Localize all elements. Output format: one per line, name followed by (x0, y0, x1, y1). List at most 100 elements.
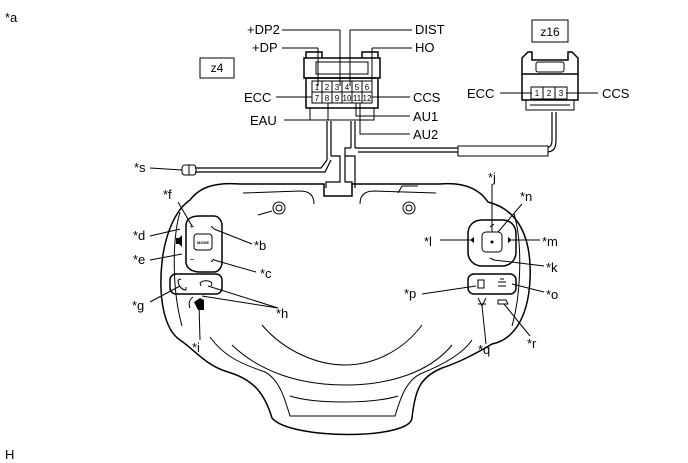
down-chevron-icon (489, 257, 495, 261)
z16-housing-top (521, 51, 579, 74)
steering-pad-lower-curve (231, 344, 453, 386)
signal-au1: AU1 (413, 109, 438, 124)
z4-pin-grid: 1 2 3 4 5 6 7 8 9 10 11 12 (311, 80, 373, 104)
vehicle-distance-icon (497, 299, 509, 305)
volume-speaker-icon (176, 235, 182, 247)
callout-s: *s (134, 160, 146, 175)
callout-c-leader (213, 259, 257, 273)
callout-q: *q (478, 342, 490, 357)
signal-ccs-z16: CCS (602, 86, 630, 101)
z4-pin-3: 3 (335, 83, 340, 92)
z4-housing-bottom (309, 107, 375, 121)
right-switch-feed-b (345, 155, 356, 188)
z4-pin-7: 7 (315, 94, 320, 103)
callout-m: *m (542, 234, 558, 249)
callout-p-leader (421, 285, 477, 295)
z4-label-box (199, 57, 235, 79)
z16-harness-sleeve (457, 145, 549, 157)
z16-label-box (531, 19, 569, 43)
left-switch-feed-a (325, 155, 341, 188)
left-switch-assembly: MODE + − (169, 215, 223, 310)
callout-d: *d (133, 228, 145, 243)
z16-pin-3: 3 (559, 89, 564, 98)
callout-e-leader (149, 253, 183, 261)
z4-pin-1: 1 (315, 83, 320, 92)
z16-housing-bottom (525, 100, 575, 111)
z16-latch (535, 61, 565, 73)
callout-g-leader (149, 285, 181, 303)
callout-n-leader (497, 203, 523, 233)
callout-h-leader (207, 285, 279, 309)
z4-pin-12: 12 (363, 94, 372, 103)
left-panel-edge (173, 211, 183, 327)
callout-f-leader (177, 201, 193, 227)
multi-info-switch (467, 219, 517, 267)
callout-g: *g (132, 298, 144, 313)
right-switch-feed-a (344, 147, 353, 188)
phone-off-hook-icon (177, 278, 187, 291)
left-mount-hole-inner (275, 204, 283, 212)
callout-b-leader (213, 228, 253, 245)
left-spoke-top (242, 190, 315, 205)
footer-letter: H (5, 447, 14, 462)
z4-right-latch (361, 51, 379, 58)
z4-left-latch (305, 51, 323, 58)
right-spoke-top (359, 190, 437, 205)
z4-pin-5: 5 (355, 83, 360, 92)
right-arrow-icon (508, 237, 512, 243)
z4-label: z4 (211, 61, 224, 75)
cruise-switch (467, 273, 517, 295)
callout-r: *r (527, 336, 537, 351)
callout-e: *e (133, 252, 145, 267)
steering-pad-center-recess (261, 324, 423, 366)
z4-housing-top (303, 57, 381, 79)
telephone-switch (169, 273, 223, 295)
callout-b: *b (254, 238, 266, 253)
figure-label: *a (5, 10, 18, 25)
callout-p: *p (404, 286, 416, 301)
callout-l: *l (424, 234, 432, 249)
callout-i-leader (198, 303, 201, 341)
lane-assist-icon (477, 279, 485, 289)
steering-pad-bottom-rim (289, 395, 399, 403)
z16-label: z16 (540, 25, 560, 39)
s-branch-wire-b (195, 159, 332, 173)
callout-r-leader (503, 303, 531, 337)
callout-h-leader-2 (201, 295, 279, 309)
callout-k: *k (546, 260, 558, 275)
eau-leader (284, 103, 329, 121)
signal-dist: DIST (415, 22, 445, 37)
voice-wave-icon (188, 296, 194, 309)
signal-ecc-z16: ECC (467, 86, 494, 101)
volume-down-mark: − (190, 255, 195, 264)
z4-pin-10: 10 (343, 94, 352, 103)
callout-f: *f (163, 187, 172, 202)
callout-h: *h (276, 306, 288, 321)
lta-icon (477, 297, 487, 308)
left-mount-hole (272, 201, 286, 215)
z4-pin-4: 4 (345, 83, 350, 92)
callout-k-leader (493, 259, 545, 267)
z4-pin-9: 9 (335, 94, 340, 103)
z4-pin-8: 8 (325, 94, 330, 103)
steering-pad-outline (160, 182, 531, 436)
z16-pin-1: 1 (535, 89, 540, 98)
z16-pin-face (521, 73, 579, 101)
seek-down-chevron-icon (210, 258, 215, 263)
signal-ecc: ECC (244, 90, 271, 105)
connector-z4: z4 1 2 3 4 5 6 7 8 (199, 22, 445, 142)
right-mount-hole-inner (405, 204, 413, 212)
wire-harness (181, 112, 557, 188)
phone-on-hook-icon (199, 280, 213, 287)
right-clip-tab (397, 185, 418, 194)
left-clip-tab (257, 210, 273, 216)
z16-harness-top (355, 112, 553, 149)
callout-s-leader (149, 167, 183, 171)
z4-pin-2: 2 (325, 83, 330, 92)
callout-c: *c (260, 266, 272, 281)
z16-pin-2: 2 (547, 89, 552, 98)
enter-dot-icon (490, 240, 494, 244)
callout-q-leader (481, 305, 487, 345)
z4-pin-6: 6 (365, 83, 370, 92)
